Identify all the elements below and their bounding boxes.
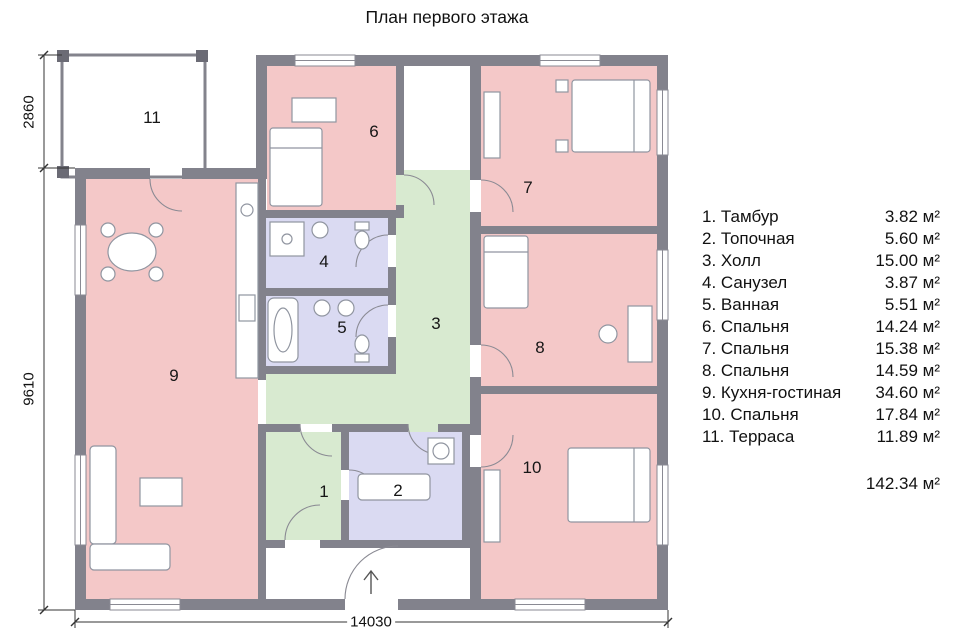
legend-row: 7. Спальня 15.38 м²	[702, 338, 940, 360]
nightstand	[555, 79, 569, 93]
legend-room-area: 11.89 м²	[876, 427, 940, 446]
bathtub	[267, 297, 299, 363]
chair	[598, 324, 618, 344]
legend-room-label: 6. Спальня	[702, 317, 790, 336]
legend-row: 8. Спальня 14.59 м²	[702, 360, 940, 382]
legend-room-area: 3.82 м²	[884, 207, 940, 226]
legend-row: 2. Топочная 5.60 м²	[702, 228, 940, 250]
room-label-4: 4	[319, 252, 328, 271]
room-label-5: 5	[337, 318, 346, 337]
legend-room-label: 1. Тамбур	[702, 207, 779, 226]
legend-room-area: 15.38 м²	[875, 339, 940, 358]
terrace-post	[196, 50, 208, 62]
room-labels: 1 2 3 4 5 6 7 8 9 10 11	[143, 108, 545, 501]
sink	[313, 299, 331, 317]
legend-room-label: 5. Ванная	[702, 295, 780, 314]
sofa	[89, 445, 117, 545]
furniture	[89, 79, 653, 594]
terrace	[57, 50, 208, 179]
legend-room-area: 5.60 м²	[884, 229, 940, 248]
sink	[337, 299, 355, 317]
bed	[483, 235, 529, 309]
terrace-outline	[60, 53, 207, 179]
toilet	[354, 221, 370, 231]
legend-room-label: 7. Спальня	[702, 339, 790, 358]
legend-row: 9. Кухня-гостиная 34.60 м²	[702, 382, 940, 404]
legend-room-label: 2. Топочная	[702, 229, 795, 248]
dimension-bottom: 14030	[347, 613, 395, 631]
coffee-table	[139, 477, 183, 507]
legend-room-label: 9. Кухня-гостиная	[702, 383, 842, 402]
dining-table	[107, 232, 157, 272]
corridor-fill	[266, 374, 470, 424]
legend-room-area: 34.60 м²	[875, 383, 940, 402]
shower	[269, 221, 305, 257]
legend-room-area: 14.59 м²	[875, 361, 940, 380]
dimension-left-upper: 2860	[20, 92, 38, 132]
room-label-6: 6	[369, 122, 378, 141]
legend-row: 3. Холл 15.00 м²	[702, 250, 940, 272]
dimension-left-lower: 9610	[20, 369, 38, 409]
page-title: План первого этажа	[365, 7, 529, 27]
legend-row: 1. Тамбур 3.82 м²	[702, 206, 940, 228]
legend: 1. Тамбур 3.82 м² 2. Топочная 5.60 м² 3.…	[702, 206, 940, 494]
room-label-10: 10	[523, 458, 542, 477]
wardrobe	[483, 469, 501, 543]
terrace-post	[57, 50, 69, 62]
legend-room-area: 17.84 м²	[875, 405, 940, 424]
legend-room-label: 11. Терраса	[702, 427, 795, 446]
legend-room-area: 5.51 м²	[884, 295, 940, 314]
room-label-9: 9	[169, 366, 178, 385]
legend-room-label: 8. Спальня	[702, 361, 790, 380]
bed	[269, 127, 323, 207]
legend-row: 11. Терраса 11.89 м²	[702, 426, 940, 448]
toilet	[354, 353, 370, 363]
legend-room-area: 3.87 м²	[884, 273, 940, 292]
stove	[238, 294, 256, 322]
legend-row: 6. Спальня 14.24 м²	[702, 316, 940, 338]
room-label-8: 8	[535, 338, 544, 357]
legend-row: 5. Ванная 5.51 м²	[702, 294, 940, 316]
windows	[74, 54, 669, 611]
bed	[567, 447, 651, 523]
room-1-entry-fill	[266, 432, 341, 540]
room-label-3: 3	[431, 314, 440, 333]
legend-row: 10. Спальня 17.84 м²	[702, 404, 940, 426]
walls	[75, 55, 668, 610]
room-label-2: 2	[393, 481, 402, 500]
legend-total-area: 142.34 м²	[865, 474, 940, 493]
legend-room-label: 3. Холл	[702, 251, 761, 270]
kitchen-counter	[235, 182, 259, 379]
room-label-1: 1	[319, 482, 328, 501]
desk	[291, 97, 337, 123]
washer	[427, 437, 455, 465]
sink	[311, 221, 329, 239]
nightstand	[555, 139, 569, 153]
boiler-tank	[357, 473, 431, 501]
wardrobe	[483, 91, 501, 159]
bed	[571, 79, 651, 153]
legend-room-area: 15.00 м²	[875, 251, 940, 270]
legend-room-label: 4. Санузел	[702, 273, 788, 292]
sofa	[89, 543, 171, 571]
legend-room-area: 14.24 м²	[875, 317, 940, 336]
kitchen-sink	[240, 203, 254, 217]
room-label-11: 11	[143, 108, 161, 127]
room-label-7: 7	[523, 178, 532, 197]
desk	[627, 305, 653, 363]
terrace-post	[57, 166, 69, 178]
legend-row: 4. Санузел 3.87 м²	[702, 272, 940, 294]
legend-room-label: 10. Спальня	[702, 405, 799, 424]
